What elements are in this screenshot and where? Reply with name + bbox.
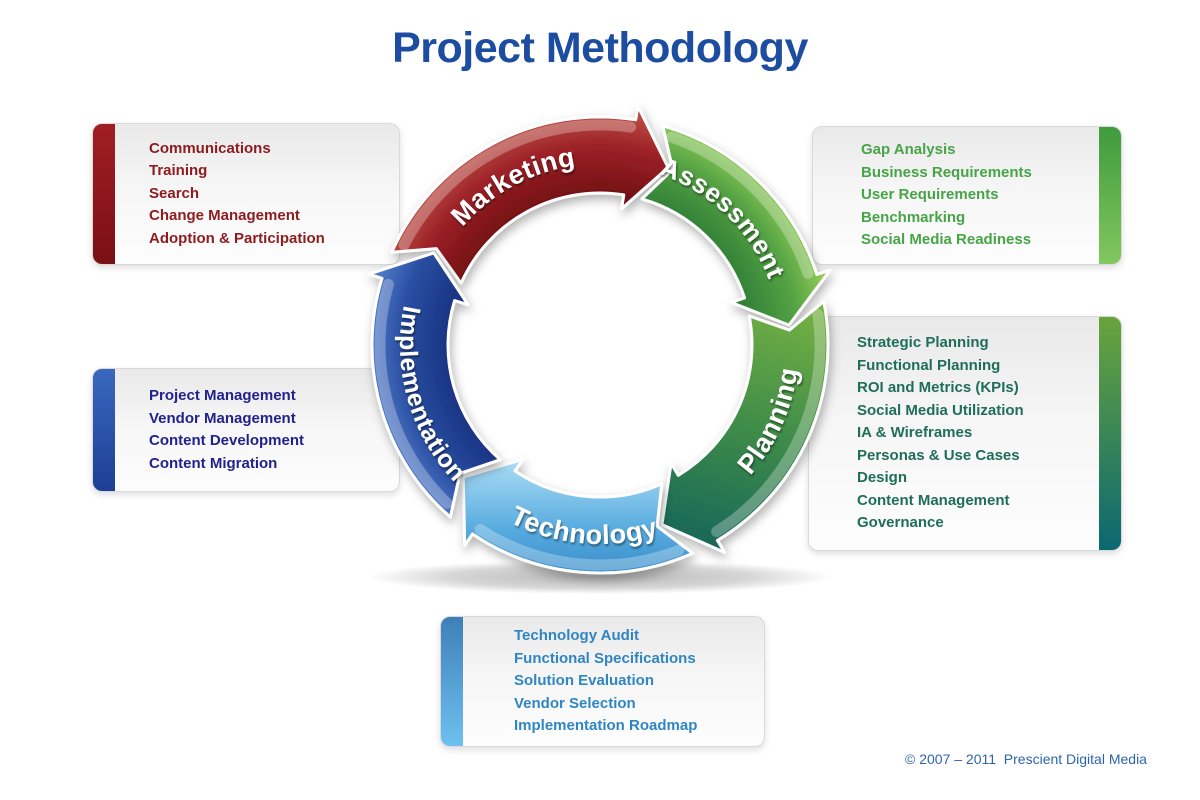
list-item: Solution Evaluation xyxy=(514,672,655,690)
list-item: Training xyxy=(149,162,208,180)
planning-arc-label: Planning xyxy=(732,365,804,479)
page-title: Project Methodology xyxy=(392,24,808,72)
list-item: Content Migration xyxy=(149,454,278,472)
list-item: Vendor Management xyxy=(149,409,296,427)
implementation-arc-label: Implementation xyxy=(394,304,471,487)
marketing-arc xyxy=(390,104,670,285)
planning-arc xyxy=(660,300,830,554)
marketing-arc-label: Marketing xyxy=(445,142,577,231)
assessment-arc xyxy=(640,124,832,327)
list-item: Strategic Planning xyxy=(857,334,989,352)
list-item: Design xyxy=(857,469,908,487)
marketing-accent-bar xyxy=(93,124,115,264)
technology-accent-bar xyxy=(441,617,463,746)
technology-arc xyxy=(461,457,695,575)
list-item: Technology Audit xyxy=(514,627,639,645)
list-item: Business Requirements xyxy=(861,163,1032,181)
list-item: Content Management xyxy=(857,491,1010,509)
list-item: Functional Planning xyxy=(857,356,1001,374)
list-item: User Requirements xyxy=(861,186,999,204)
list-item: Gap Analysis xyxy=(861,141,956,159)
list-item: IA & Wireframes xyxy=(857,424,973,442)
list-item: Project Management xyxy=(149,387,296,404)
list-item: Social Media Utilization xyxy=(857,401,1024,419)
assessment-accent-bar xyxy=(1099,127,1121,264)
list-item: Vendor Selection xyxy=(514,694,636,712)
list-item: Personas & Use Cases xyxy=(857,446,1020,464)
list-item: ROI and Metrics (KPIs) xyxy=(857,379,1019,397)
list-item: Implementation Roadmap xyxy=(514,717,698,735)
list-item: Communications xyxy=(149,139,271,157)
list-item: Search xyxy=(149,184,200,202)
ground-shadow xyxy=(368,560,832,594)
copyright: © 2007 – 2011 Prescient Digital Media xyxy=(905,751,1147,767)
list-item: Governance xyxy=(857,514,944,532)
list-item: Functional Specifications xyxy=(514,649,696,667)
list-item: Change Management xyxy=(149,207,300,225)
list-item: Social Media Readiness xyxy=(861,231,1032,249)
list-item: Content Development xyxy=(149,432,305,449)
assessment-arc-label: Assessment xyxy=(657,151,792,282)
planning-accent-bar xyxy=(1099,317,1121,550)
list-item: Adoption & Participation xyxy=(149,229,325,247)
implementation-accent-bar xyxy=(93,369,115,491)
technology-arc-label: Technology xyxy=(506,500,660,550)
list-item: Benchmarking xyxy=(861,208,966,226)
